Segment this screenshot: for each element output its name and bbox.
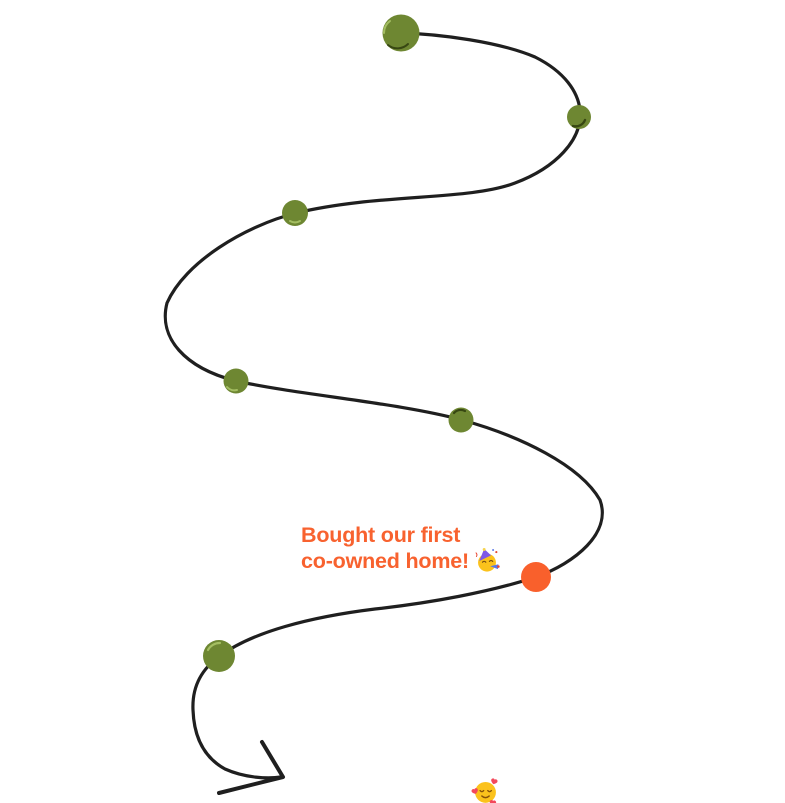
emoji-eye-left	[479, 789, 485, 793]
emoji-face	[475, 781, 496, 803]
arrow-head-icon	[217, 740, 285, 795]
milestone-dot-2	[567, 105, 591, 129]
emoji-eye-left	[481, 560, 487, 563]
milestone-dot-4	[223, 368, 249, 394]
emoji-party-horn	[490, 564, 499, 570]
milestone-caption: Bought our first co-owned home!	[301, 522, 500, 574]
emoji-horn-tip	[497, 565, 500, 568]
emoji-eye-right	[487, 789, 493, 793]
milestone-dot-3	[282, 200, 308, 226]
milestone-dot-1	[382, 14, 420, 52]
milestone-caption-line1: Bought our first	[301, 523, 461, 547]
dot-highlight	[383, 20, 391, 34]
dot-highlight	[289, 220, 301, 224]
dot-highlight	[226, 386, 238, 392]
emoji-eye-right	[488, 559, 494, 563]
dot-shadow	[387, 43, 409, 50]
dot-shadow	[571, 118, 587, 128]
emoji-confetti-red	[495, 551, 498, 554]
milestone-caption-line2-wrap: co-owned home!	[301, 548, 500, 574]
milestone-dot-5	[448, 407, 474, 433]
emoji-confetti-blue	[492, 549, 495, 552]
milestone-caption-line2: co-owned home!	[301, 549, 470, 573]
dot-shadow	[452, 408, 467, 415]
emoji-heart-left	[471, 788, 478, 794]
emoji-streamer	[475, 552, 478, 558]
milestone-dot-home-purchase	[521, 562, 551, 592]
dot-highlight	[206, 641, 222, 652]
partying-face-emoji	[475, 548, 500, 572]
emoji-party-hat	[479, 548, 492, 561]
milestone-dot-7	[203, 640, 235, 672]
emoji-heart-top-right	[491, 778, 498, 785]
smiling-face-with-hearts-emoji	[471, 778, 498, 803]
emoji-hat-pom	[482, 548, 486, 551]
emoji-smile	[481, 795, 490, 799]
